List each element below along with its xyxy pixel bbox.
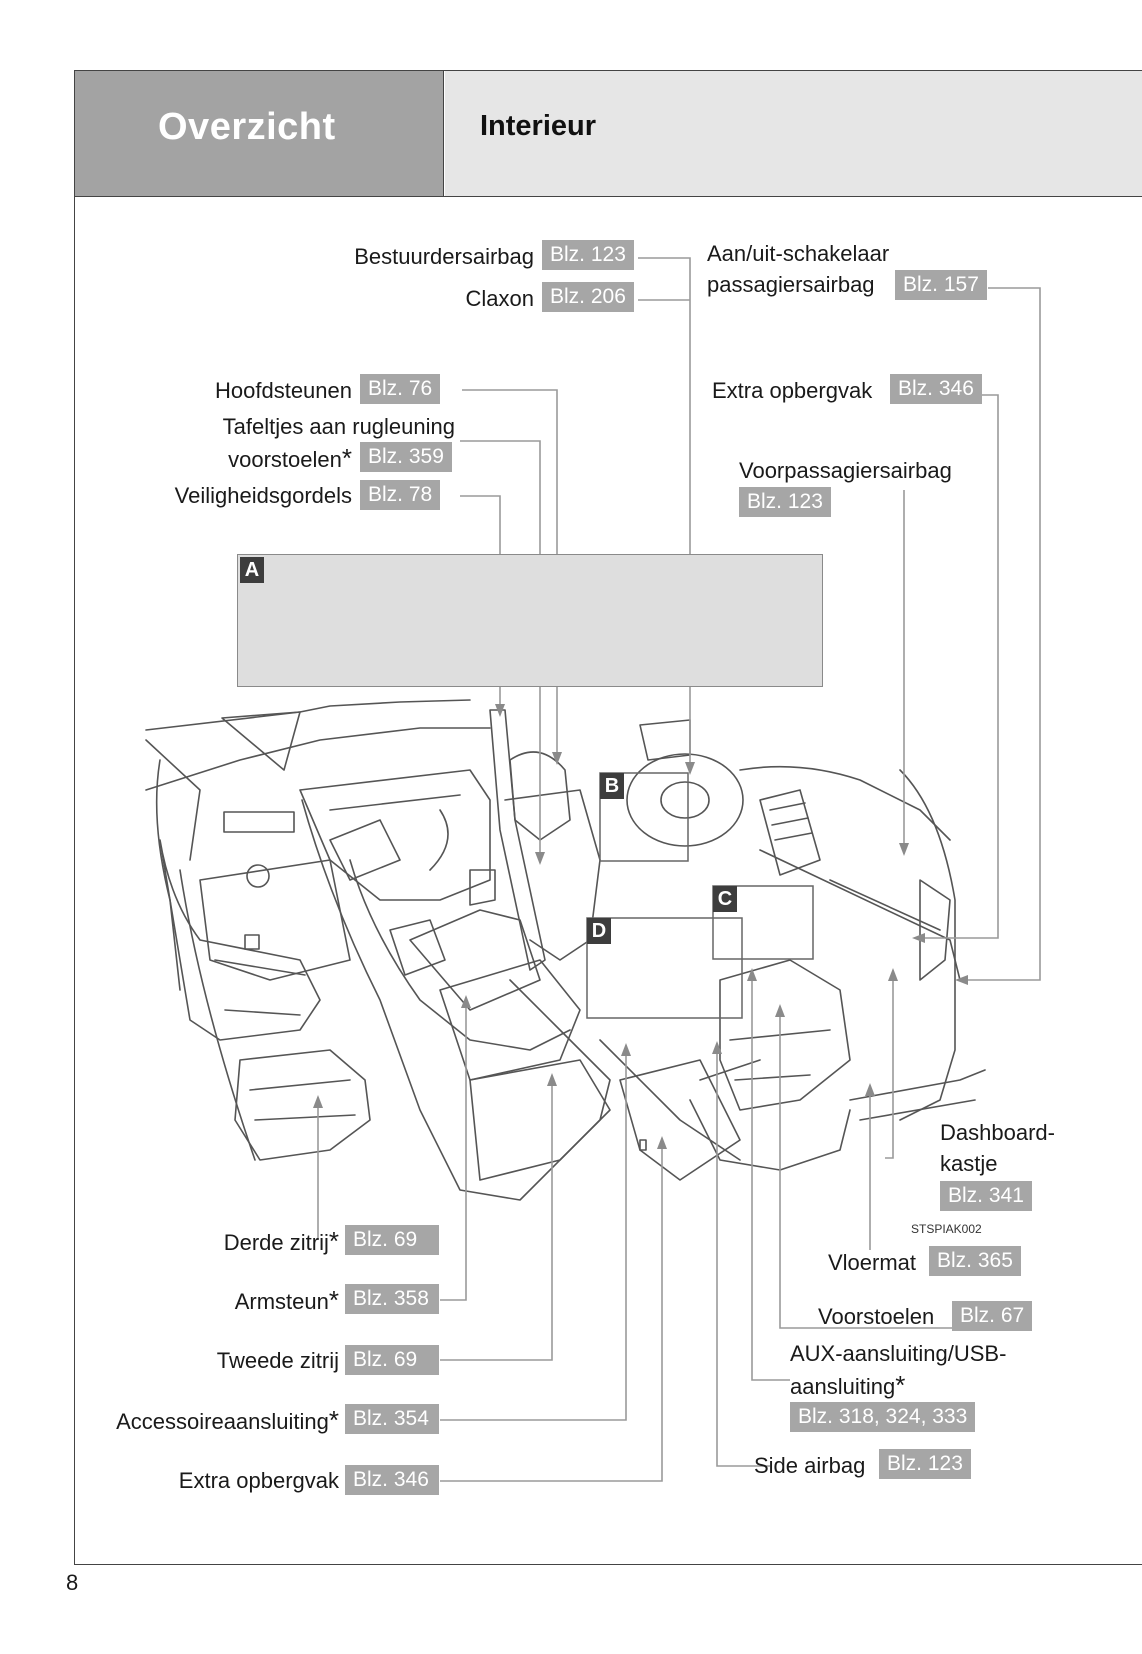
callout-voorstoelen-label: Voorstoelen (818, 1304, 935, 1329)
callout-accessoire-label: Accessoireaansluiting* (116, 1405, 339, 1435)
callout-veiligheidsgordels-label: Veiligheidsgordels (174, 483, 352, 508)
zoom-label-b: B (600, 773, 624, 799)
callout-bestuurdersairbag-label: Bestuurdersairbag (354, 244, 534, 269)
zoom-box-c (712, 885, 814, 960)
optional-asterisk: * (895, 1370, 906, 1400)
header-divider (74, 196, 1142, 197)
optional-asterisk: * (328, 1405, 339, 1435)
callout-tafeltjes-line1: Tafeltjes aan rugleuning (222, 414, 455, 439)
callout-dashboardkastje-line2: kastje (940, 1151, 998, 1176)
callout-tweede-zitrij-ref[interactable]: Blz. 69 (345, 1345, 439, 1375)
zoom-label-d: D (587, 918, 611, 944)
illustration-code: STSPIAK002 (911, 1222, 982, 1236)
callout-extra-opbergvak-top-ref[interactable]: Blz. 346 (890, 374, 982, 404)
callout-schakelaar-line2: passagiersairbag (707, 272, 875, 297)
section-title: Overzicht (158, 106, 336, 148)
page-frame (74, 70, 1142, 1565)
zoom-box-d (586, 917, 743, 1019)
callout-extra-opbergvak-top-label: Extra opbergvak (712, 378, 873, 403)
callout-veiligheidsgordels-ref[interactable]: Blz. 78 (360, 480, 441, 510)
callout-claxon-ref[interactable]: Blz. 206 (542, 282, 634, 312)
callout-derde-zitrij-ref[interactable]: Blz. 69 (345, 1225, 439, 1255)
callout-bestuurdersairbag-ref[interactable]: Blz. 123 (542, 240, 634, 270)
zoom-label-c: C (713, 886, 737, 912)
callout-hoofdsteunen-ref[interactable]: Blz. 76 (360, 374, 441, 404)
callout-vloermat-label: Vloermat (828, 1250, 917, 1275)
callout-derde-zitrij-label: Derde zitrij* (223, 1226, 339, 1256)
optional-asterisk: * (341, 443, 352, 473)
callout-vloermat-ref[interactable]: Blz. 365 (929, 1246, 1021, 1276)
page-number: 8 (66, 1570, 79, 1595)
callout-voorstoelen-ref[interactable]: Blz. 67 (952, 1301, 1033, 1331)
optional-asterisk: * (328, 1226, 339, 1256)
callout-schakelaar-line1: Aan/uit-schakelaar (707, 241, 890, 266)
callout-armsteun-ref[interactable]: Blz. 358 (345, 1284, 439, 1314)
callout-side-airbag-ref[interactable]: Blz. 123 (879, 1449, 971, 1479)
callout-aux-line1: AUX-aansluiting/USB- (790, 1341, 1007, 1366)
callout-tweede-zitrij-label: Tweede zitrij (216, 1348, 339, 1373)
callout-aux-line2: aansluiting* (790, 1370, 906, 1400)
callout-extra-opbergvak-bottom-ref[interactable]: Blz. 346 (345, 1465, 439, 1495)
callout-side-airbag-label: Side airbag (754, 1453, 866, 1478)
inset-label-a: A (240, 557, 264, 583)
callout-dashboardkastje-ref[interactable]: Blz. 341 (940, 1181, 1032, 1211)
callout-schakelaar-ref[interactable]: Blz. 157 (895, 270, 987, 300)
callout-voorpassagiersairbag-ref[interactable]: Blz. 123 (739, 487, 831, 517)
callout-claxon-label: Claxon (465, 286, 534, 311)
callout-extra-opbergvak-bottom-label: Extra opbergvak (178, 1468, 339, 1493)
callout-hoofdsteunen-label: Hoofdsteunen (215, 378, 352, 403)
section-header (75, 71, 444, 196)
callout-tafeltjes-ref[interactable]: Blz. 359 (360, 442, 452, 472)
callout-armsteun-label: Armsteun* (234, 1285, 339, 1315)
optional-asterisk: * (328, 1285, 339, 1315)
callout-dashboardkastje-line1: Dashboard- (940, 1120, 1055, 1145)
callout-aux-ref[interactable]: Blz. 318, 324, 333 (790, 1402, 976, 1432)
callout-tafeltjes-line2: voorstoelen* (228, 443, 352, 473)
callout-voorpassagiersairbag-label: Voorpassagiersairbag (739, 458, 952, 483)
page-title: Interieur (480, 110, 597, 142)
zoom-box-b (599, 772, 689, 862)
title-header (445, 71, 1142, 196)
inset-box-a (237, 554, 823, 687)
callout-accessoire-ref[interactable]: Blz. 354 (345, 1404, 439, 1434)
